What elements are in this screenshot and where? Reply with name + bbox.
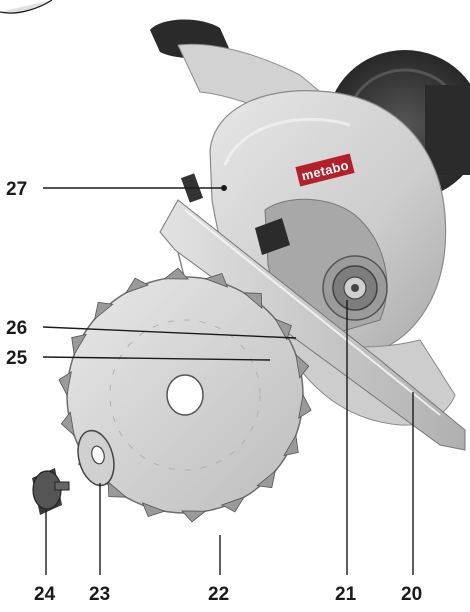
- callout-21: 21: [335, 584, 357, 605]
- blade-tooth: [182, 511, 205, 522]
- clamping-nut: [32, 468, 69, 515]
- callout-27: 27: [6, 179, 27, 200]
- leader-27-dot: [221, 185, 227, 191]
- callout-26: 26: [6, 318, 27, 339]
- callout-20: 20: [401, 584, 422, 605]
- callout-25: 25: [6, 348, 28, 369]
- callout-24: 24: [34, 584, 56, 605]
- callout-23: 23: [89, 584, 110, 605]
- partial-component-outline: [0, 0, 52, 13]
- callout-22: 22: [208, 584, 229, 605]
- blade-tooth: [165, 268, 188, 279]
